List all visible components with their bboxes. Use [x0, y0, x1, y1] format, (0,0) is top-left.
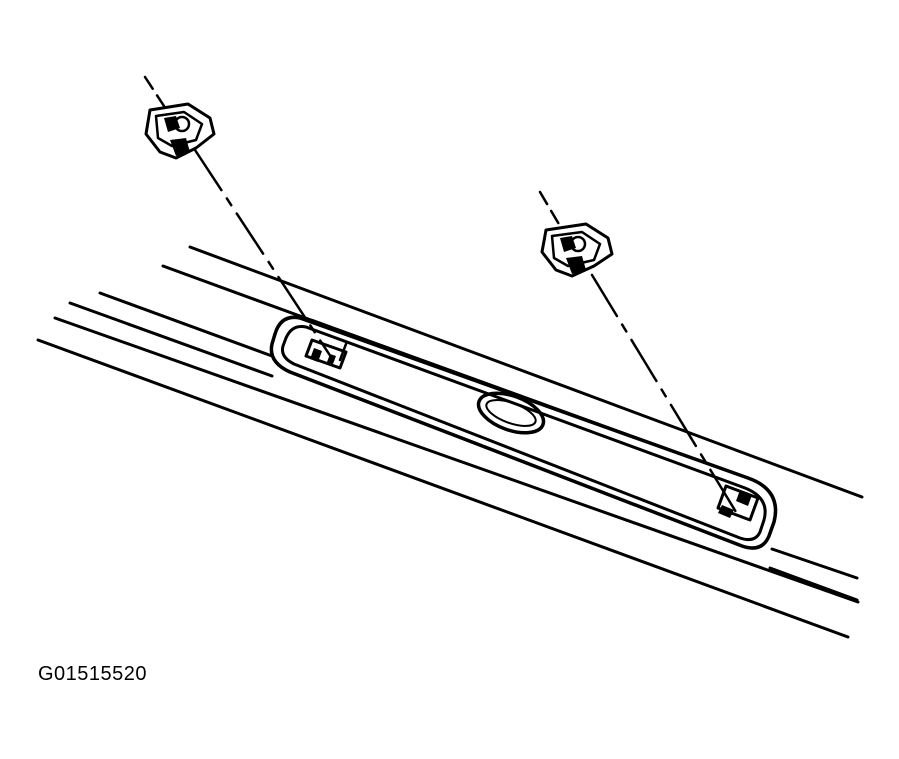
left-mounting-slot	[304, 338, 348, 370]
panel-edge-line	[68, 301, 274, 378]
clip-body	[144, 102, 216, 160]
lens-opening	[476, 391, 546, 435]
clip-barb	[569, 235, 587, 253]
panel-edge-line	[768, 566, 859, 602]
slot-outline	[304, 338, 348, 370]
panel-edge-line	[161, 264, 332, 329]
bezel-inner-outline	[281, 325, 767, 541]
clip-face	[550, 230, 602, 268]
clip-barb	[173, 115, 191, 133]
lamp-bezel	[269, 315, 778, 550]
panel-edge-line	[770, 547, 859, 580]
clip-body	[540, 222, 614, 278]
left-leader-below	[193, 148, 335, 362]
clip-shading	[566, 256, 586, 274]
installation-leaders	[143, 75, 738, 514]
left-leader-above	[143, 75, 166, 108]
bezel-inner-ridge	[310, 318, 744, 478]
panel-edge-line	[36, 338, 850, 639]
bezel-outer-outline	[269, 315, 778, 550]
left-retainer-clip	[144, 102, 216, 160]
panel-edge-line	[188, 245, 864, 499]
clip-shading	[170, 138, 190, 156]
right-mounting-slot	[716, 484, 760, 522]
right-leader-above	[538, 190, 562, 228]
lens-opening-inner	[485, 399, 537, 427]
panel-edge-line	[98, 291, 274, 358]
figure-code: G01515520	[38, 663, 148, 685]
right-leader-below	[590, 273, 738, 514]
panel-edge-lines	[36, 245, 864, 639]
clip-face	[154, 110, 204, 148]
slot-shading	[736, 490, 752, 506]
slot-edge	[338, 342, 348, 362]
right-retainer-clip	[540, 222, 614, 278]
panel-edge-line	[53, 316, 860, 604]
slot-shading	[718, 505, 734, 518]
slot-shading	[310, 348, 322, 362]
